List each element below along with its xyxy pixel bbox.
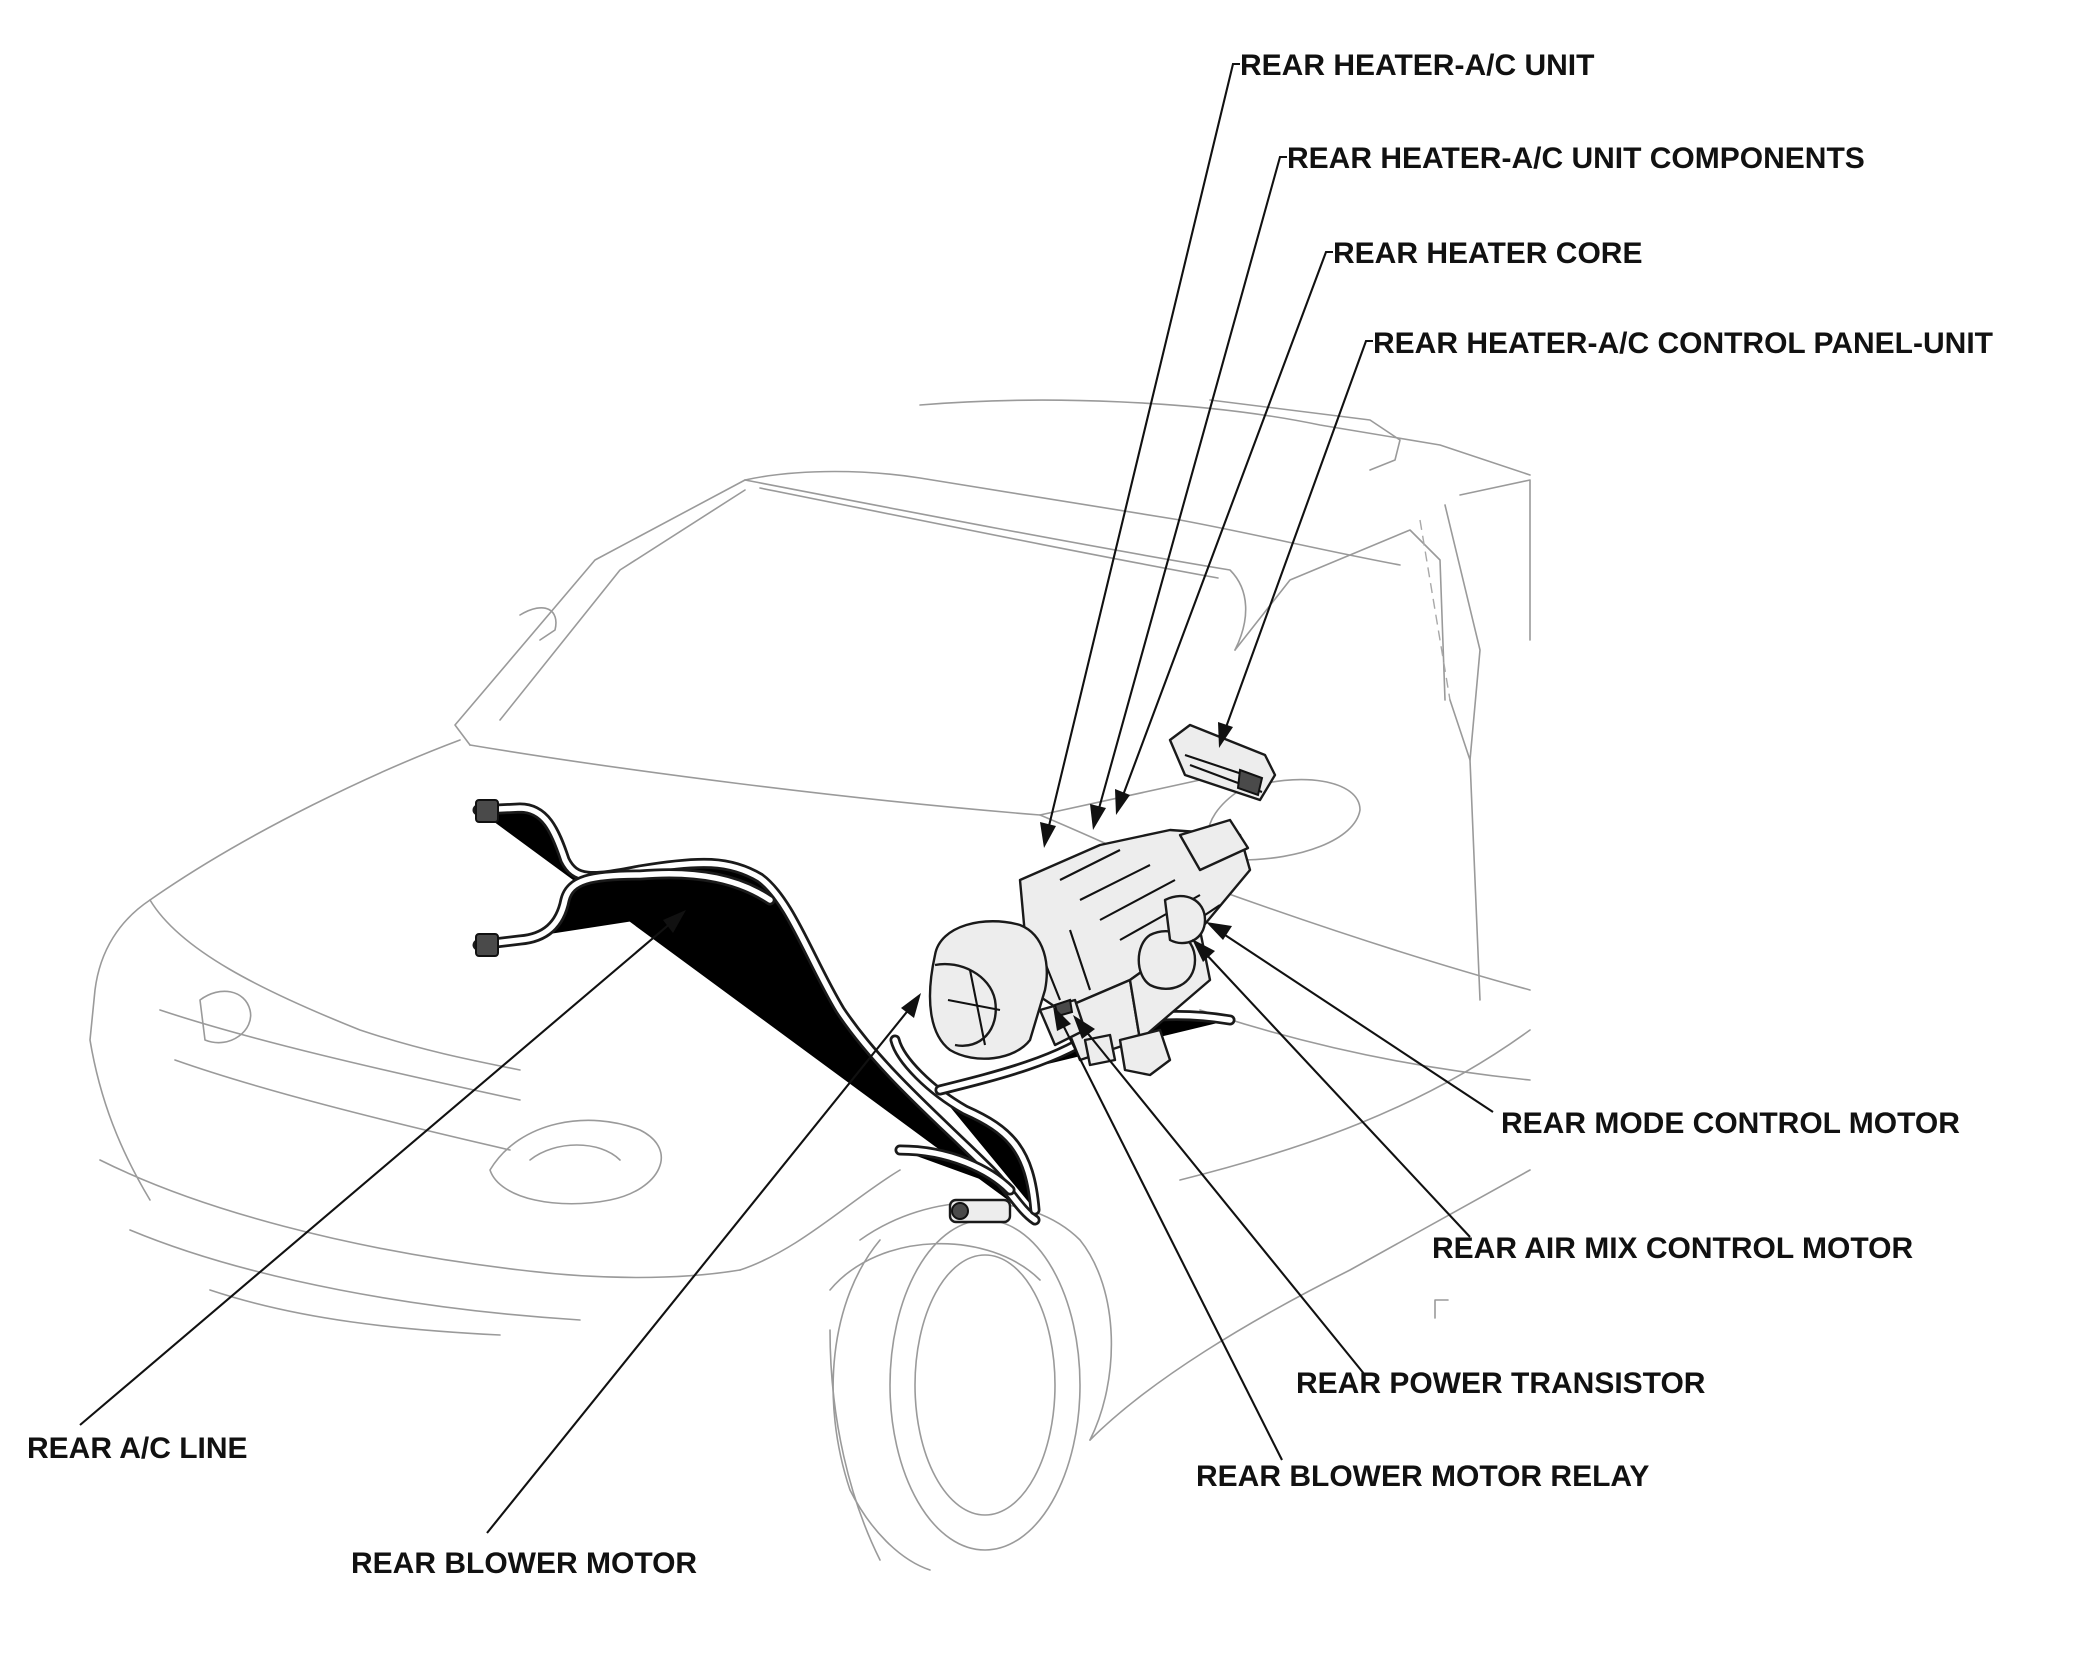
label-rear-heater-ac-control-panel-unit: REAR HEATER-A/C CONTROL PANEL-UNIT	[1373, 327, 1993, 360]
label-rear-heater-ac-unit: REAR HEATER-A/C UNIT	[1240, 49, 1594, 82]
rear-heater-ac-control-panel-unit	[1168, 723, 1277, 802]
vehicle-outline	[89, 399, 1531, 1571]
label-rear-power-transistor: REAR POWER TRANSISTOR	[1296, 1367, 1706, 1400]
label-rear-ac-line: REAR A/C LINE	[27, 1432, 248, 1465]
label-rear-heater-core: REAR HEATER CORE	[1333, 237, 1642, 270]
label-rear-heater-ac-unit-components: REAR HEATER-A/C UNIT COMPONENTS	[1287, 142, 1865, 175]
label-rear-mode-control-motor: REAR MODE CONTROL MOTOR	[1501, 1107, 1960, 1140]
label-rear-blower-motor-relay: REAR BLOWER MOTOR RELAY	[1196, 1460, 1649, 1493]
leader-lines	[79, 62, 1494, 1534]
rear-heater-ac-unit	[928, 818, 1252, 1077]
artifact-mark	[1434, 1299, 1449, 1319]
label-rear-blower-motor: REAR BLOWER MOTOR	[351, 1547, 697, 1580]
label-rear-air-mix-control-motor: REAR AIR MIX CONTROL MOTOR	[1432, 1232, 1913, 1265]
